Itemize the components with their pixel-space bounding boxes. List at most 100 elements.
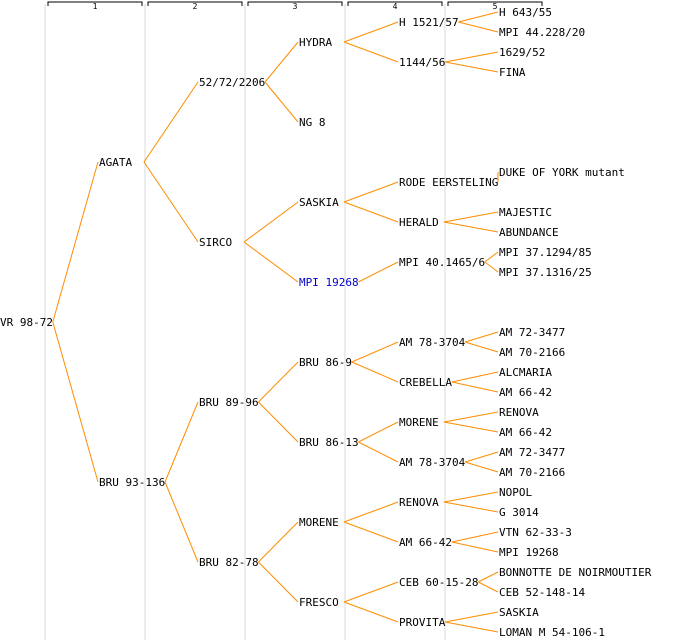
pedigree-node: HYDRA: [299, 36, 332, 49]
pedigree-node: BRU 86-13: [299, 436, 359, 449]
generation-header: 4: [393, 2, 398, 11]
pedigree-edge: [484, 261, 499, 273]
pedigree-node: CREBELLA: [399, 376, 452, 389]
pedigree-edge: [358, 261, 399, 283]
pedigree-node: AM 72-3477: [499, 446, 565, 459]
pedigree-node: AM 70-2166: [499, 346, 565, 359]
generation-bracket: [347, 1, 443, 6]
generation-separators: [44, 4, 446, 640]
generation-bracket: [47, 1, 143, 6]
pedigree-node: BONNOTTE DE NOIRMOUTIER: [499, 566, 652, 579]
generation-bracket: [447, 1, 543, 6]
pedigree-edge: [443, 211, 499, 223]
pedigree-edge: [445, 61, 499, 73]
pedigree-node: AGATA: [99, 156, 132, 169]
pedigree-edge: [343, 201, 399, 223]
pedigree-node: MAJESTIC: [499, 206, 552, 219]
pedigree-edge: [164, 401, 199, 483]
pedigree-node: RENOVA: [399, 496, 439, 509]
pedigree-edge: [477, 581, 499, 593]
pedigree-node: 52/72/2206: [199, 76, 265, 89]
pedigree-edge: [343, 181, 399, 203]
pedigree-node: BRU 93-136: [99, 476, 165, 489]
generation-headers: 1 2 3 4 5: [47, 1, 543, 11]
pedigree-edge: [458, 21, 499, 33]
pedigree-edge: [258, 521, 299, 563]
pedigree-edge: [445, 611, 499, 623]
pedigree-node: BRU 86-9: [299, 356, 352, 369]
generation-bracket: [247, 1, 343, 6]
pedigree-edge: [143, 161, 199, 243]
pedigree-node: H 1521/57: [399, 16, 459, 29]
pedigree-edge: [443, 421, 499, 433]
pedigree-edge: [484, 251, 499, 263]
pedigree-labels: VR 98-72 AGATA 52/72/2206 HYDRA H 1521/57 H 6…: [0, 6, 652, 639]
pedigree-edge: [458, 11, 499, 23]
generation-header: 1: [93, 2, 98, 11]
pedigree-edge: [164, 481, 199, 563]
pedigree-edge: [451, 371, 499, 383]
pedigree-node: MPI 37.1316/25: [499, 266, 592, 279]
pedigree-node: CEB 60-15-28: [399, 576, 478, 589]
pedigree-edge: [343, 601, 399, 623]
pedigree-node: CEB 52-148-14: [499, 586, 585, 599]
pedigree-node: SIRCO: [199, 236, 232, 249]
pedigree-node: BRU 82-78: [199, 556, 259, 569]
pedigree-node: AM 78-3704: [399, 456, 466, 469]
pedigree-node: MORENE: [299, 516, 339, 529]
pedigree-edge: [351, 341, 399, 363]
pedigree-node: SASKIA: [499, 606, 539, 619]
pedigree-edge: [443, 501, 499, 513]
pedigree-node: ALCMARIA: [499, 366, 552, 379]
pedigree-node: LOMAN M 54-106-1: [499, 626, 605, 639]
pedigree-edge: [445, 621, 499, 633]
pedigree-edge: [343, 41, 399, 63]
pedigree-edges: [52, 11, 499, 633]
pedigree-edge: [243, 241, 299, 283]
pedigree-node: RENOVA: [499, 406, 539, 419]
pedigree-edge: [343, 21, 399, 43]
pedigree-link[interactable]: MPI 19268: [299, 276, 359, 289]
pedigree-edge: [451, 541, 499, 553]
pedigree-edge: [451, 531, 499, 543]
pedigree-node: MORENE: [399, 416, 439, 429]
pedigree-edge: [258, 401, 299, 443]
pedigree-node: BRU 89-96: [199, 396, 259, 409]
pedigree-edge: [343, 521, 399, 543]
generation-header: 5: [493, 2, 498, 11]
pedigree-node: AM 70-2166: [499, 466, 565, 479]
pedigree-node: ABUNDANCE: [499, 226, 559, 239]
pedigree-node: AM 72-3477: [499, 326, 565, 339]
pedigree-node: FINA: [499, 66, 526, 79]
pedigree-edge: [243, 201, 299, 243]
pedigree-node: AM 66-42: [399, 536, 452, 549]
generation-header: 2: [193, 2, 198, 11]
pedigree-edge: [52, 161, 99, 323]
pedigree-edge: [464, 331, 499, 343]
pedigree-edge: [464, 451, 499, 463]
pedigree-edge: [264, 41, 299, 83]
pedigree-node: MPI 37.1294/85: [499, 246, 592, 259]
pedigree-node: VTN 62-33-3: [499, 526, 572, 539]
pedigree-edge: [264, 81, 299, 123]
pedigree-node: RODE EERSTELING: [399, 176, 498, 189]
pedigree-node: MPI 40.1465/6: [399, 256, 485, 269]
pedigree-node: PROVITA: [399, 616, 446, 629]
pedigree-node: SASKIA: [299, 196, 339, 209]
pedigree-edge: [52, 321, 99, 483]
pedigree-node: VR 98-72: [0, 316, 53, 329]
pedigree-node: NG 8: [299, 116, 326, 129]
pedigree-edge: [443, 221, 499, 233]
pedigree-edge: [351, 361, 399, 383]
pedigree-edge: [443, 411, 499, 423]
pedigree-edge: [443, 491, 499, 503]
pedigree-node: AM 78-3704: [399, 336, 466, 349]
pedigree-node: 1144/56: [399, 56, 445, 69]
pedigree-node: AM 66-42: [499, 386, 552, 399]
pedigree-node: H 643/55: [499, 6, 552, 19]
pedigree-edge: [451, 381, 499, 393]
pedigree-node: AM 66-42: [499, 426, 552, 439]
generation-header: 3: [293, 2, 298, 11]
pedigree-node: 1629/52: [499, 46, 545, 59]
